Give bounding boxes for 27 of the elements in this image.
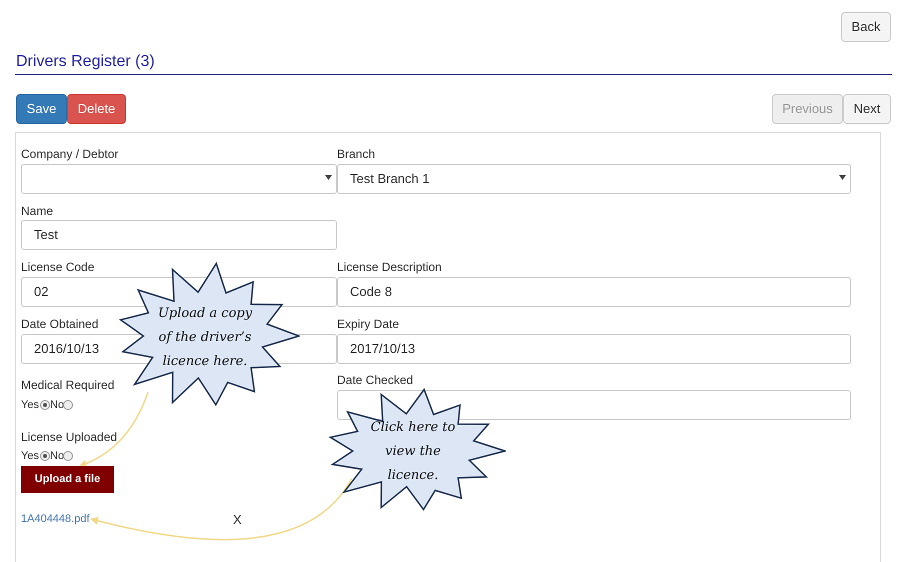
save-button: Save [16,94,67,124]
text-area: Test [21,220,337,250]
next-button: Next [843,94,891,124]
field-label: Expiry Date [337,317,400,331]
field-label: Medical Required [21,378,114,392]
field-label: License Description [337,260,442,274]
previous-button: Previous [772,94,843,124]
field-label: Date Checked [337,373,414,387]
back-button: Back [841,12,891,42]
select-field: Test Branch 1 [337,164,851,194]
field-label: Branch [337,147,376,161]
delete-button: Delete [67,94,126,124]
field-label: License Code [21,260,94,274]
field-label: Company / Debtor [21,147,118,161]
callout-text: Click here to view the licence. [370,419,456,485]
callout-text: Upload a copy of the driver’s licence here. [156,305,254,371]
field-label: Date Obtained [21,317,98,331]
field-label: License Uploaded [21,430,118,444]
input-field: Code 8 [337,277,851,307]
field-label: Name [21,204,54,218]
input-field: 2017/10/13 [337,334,851,364]
remove-link: X [233,512,242,527]
radio-label: Yes [21,399,39,411]
radio-label: Yes [21,450,39,462]
radio-label: No [50,450,64,462]
page-heading: Drivers Register (3) [16,53,155,71]
radio-label: No [50,399,64,411]
